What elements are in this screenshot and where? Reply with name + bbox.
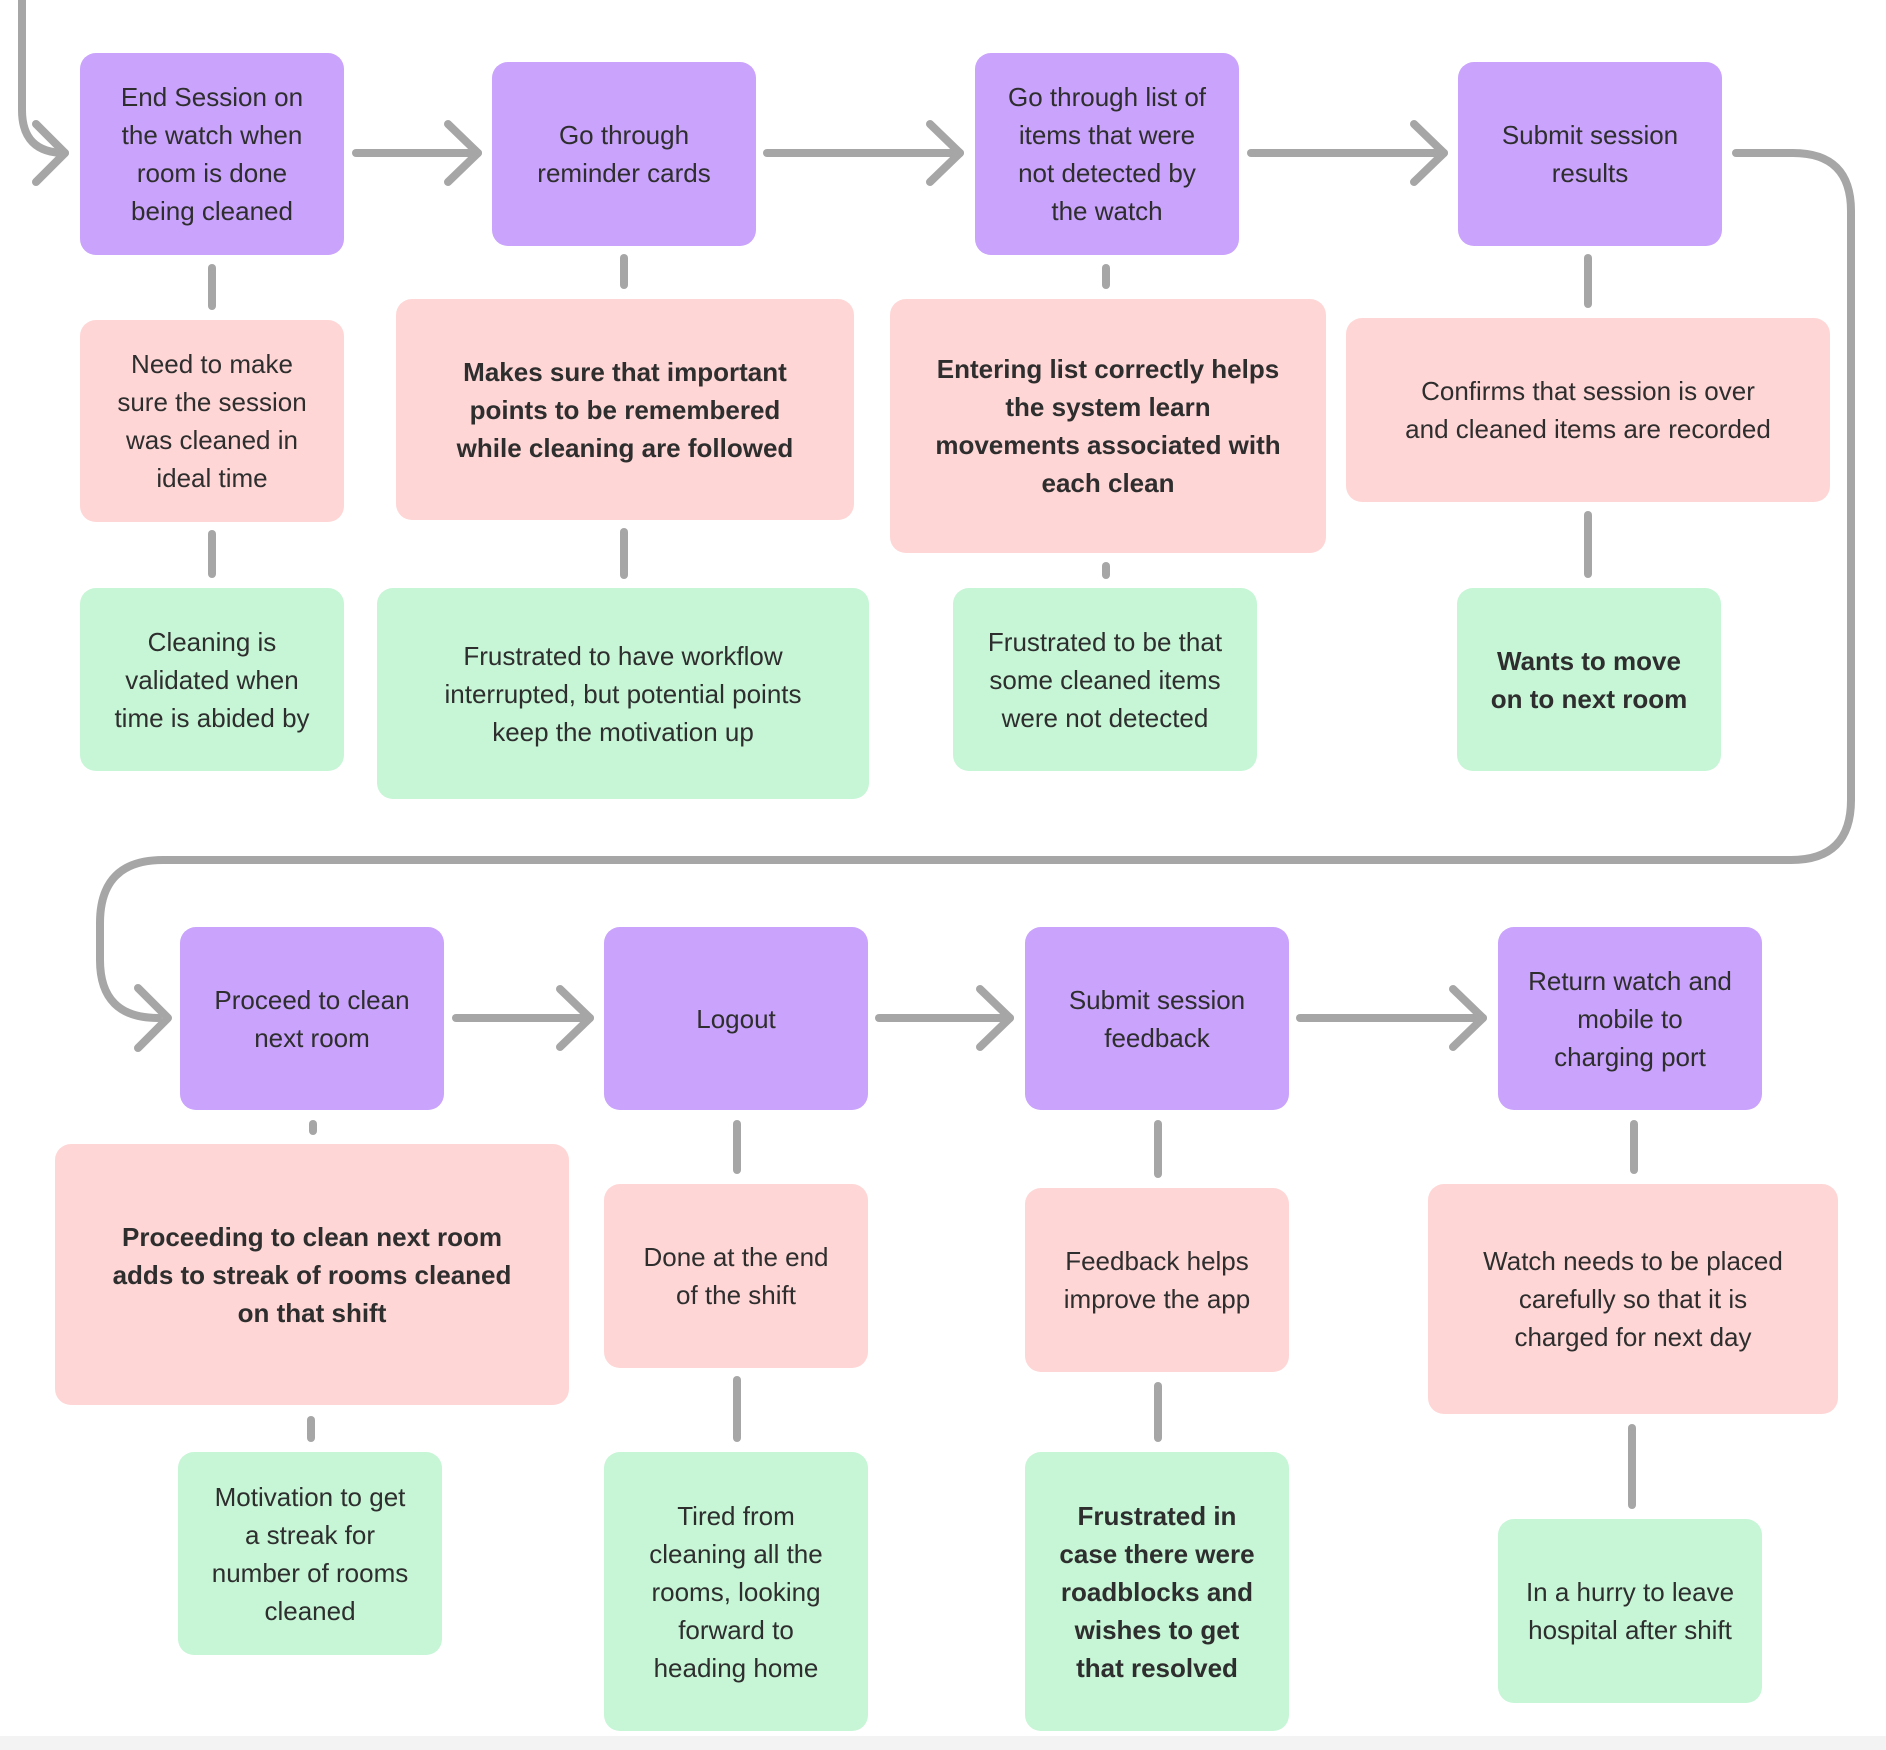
arrow-s1-s2-head [444,120,482,186]
wrap-arrowhead [134,984,172,1052]
need-charge-watch: Watch needs to be placed carefully so th… [1428,1184,1838,1414]
need-end-of-shift-text: Done at the end of the shift [643,1242,829,1310]
step-logout-label: Logout [696,1003,776,1034]
step-reminder-cards-label: Go through reminder cards [537,120,711,188]
need-streak: Proceeding to clean next room adds to st… [55,1144,569,1405]
feel-interrupted-text: Frustrated to have workflow interrupted,… [444,640,802,747]
feel-validated: Cleaning is validated when time is abide… [80,588,344,771]
feel-motivation-streak: Motivation to get a streak for number of… [178,1452,442,1655]
feel-roadblocks: Frustrated in case there were roadblocks… [1025,1452,1289,1731]
arrow-s6-s7-head [976,985,1014,1051]
feel-hurry: In a hurry to leave hospital after shift [1498,1519,1762,1703]
step-submit-results: Submit session results [1458,62,1722,246]
arrow-s7-s8-head [1449,985,1487,1051]
step-undetected-items: Go through list of items that were not d… [975,53,1239,255]
need-charge-watch-text: Watch needs to be placed carefully so th… [1483,1246,1783,1352]
feel-roadblocks-text: Frustrated in case there were roadblocks… [1059,1500,1255,1683]
feel-tired-text: Tired from cleaning all the rooms, looki… [649,1500,823,1683]
need-system-learn: Entering list correctly helps the system… [890,299,1326,553]
need-end-of-shift: Done at the end of the shift [604,1184,868,1368]
need-improve-app: Feedback helps improve the app [1025,1188,1289,1372]
step-return-watch: Return watch and mobile to charging port [1498,927,1762,1110]
entry-connector [18,0,69,157]
arrow-s3-s4-head [1410,120,1448,186]
need-session-over: Confirms that session is over and cleane… [1346,318,1830,502]
need-important-points: Makes sure that important points to be r… [396,299,854,520]
feel-validated-text: Cleaning is validated when time is abide… [114,626,310,733]
arrow-s5-s6-head [556,985,594,1051]
feel-move-on: Wants to move on to next room [1457,588,1721,771]
need-improve-app-text: Feedback helps improve the app [1063,1246,1251,1314]
step-submit-feedback-label: Submit session feedback [1068,984,1246,1053]
arrow-s2-s3-head [926,120,964,186]
need-system-learn-text: Entering list correctly helps the system… [935,354,1281,498]
step-end-session: End Session on the watch when room is do… [80,53,344,255]
need-streak-text: Proceeding to clean next room adds to st… [112,1221,512,1328]
step-end-session-label: End Session on the watch when room is do… [120,82,304,226]
feel-not-detected-text: Frustrated to be that some cleaned items… [987,626,1223,733]
feel-motivation-streak-text: Motivation to get a streak for number of… [211,1481,409,1626]
canvas-bottom-edge [0,1736,1886,1750]
step-undetected-items-label: Go through list of items that were not d… [1008,82,1206,226]
step-reminder-cards: Go through reminder cards [492,62,756,246]
step-submit-feedback: Submit session feedback [1025,927,1289,1110]
feel-not-detected: Frustrated to be that some cleaned items… [953,588,1257,771]
wrap-connector [96,149,1855,1022]
feel-move-on-text: Wants to move on to next room [1490,645,1688,714]
step-proceed-next-room-label: Proceed to clean next room [214,984,410,1053]
need-session-over-text: Confirms that session is over and cleane… [1405,376,1771,444]
feel-tired: Tired from cleaning all the rooms, looki… [604,1452,868,1731]
entry-arrowhead [32,120,69,186]
step-submit-results-label: Submit session results [1501,120,1679,188]
step-return-watch-label: Return watch and mobile to charging port [1528,965,1732,1072]
step-proceed-next-room: Proceed to clean next room [180,927,444,1110]
step-logout: Logout [604,927,868,1110]
feel-hurry-text: In a hurry to leave hospital after shift [1525,1577,1735,1645]
feel-interrupted: Frustrated to have workflow interrupted,… [377,588,869,799]
need-ideal-time-text: Need to make sure the session was cleane… [117,349,307,493]
need-important-points-text: Makes sure that important points to be r… [456,356,794,463]
need-ideal-time: Need to make sure the session was cleane… [80,320,344,522]
